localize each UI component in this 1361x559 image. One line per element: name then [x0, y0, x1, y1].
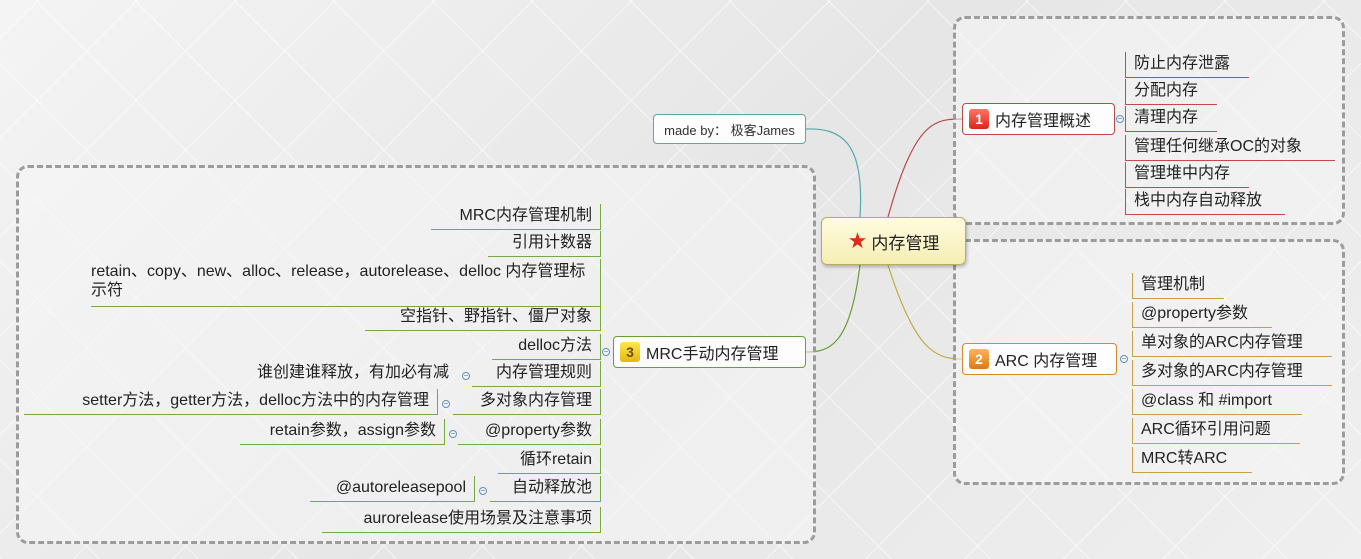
leaf-topic[interactable]: @property参数 — [458, 419, 601, 445]
leaf-topic[interactable]: ARC循环引用问题 — [1132, 418, 1300, 444]
leaf-topic[interactable]: 管理机制 — [1132, 273, 1224, 299]
collapse-icon[interactable]: − — [462, 371, 470, 380]
central-topic-label: 内存管理 — [871, 233, 940, 253]
leaf-topic[interactable]: delloc方法 — [492, 334, 601, 360]
leaf-topic[interactable]: 栈中内存自动释放 — [1125, 189, 1285, 215]
priority-1-icon: 1 — [969, 109, 989, 129]
subleaf-topic[interactable]: setter方法，getter方法，delloc方法中的内存管理 — [24, 389, 438, 415]
leaf-topic[interactable]: @class 和 #import — [1132, 389, 1302, 415]
branch-label: ARC 内存管理 — [995, 353, 1098, 370]
leaf-topic[interactable]: MRC内存管理机制 — [431, 204, 601, 230]
branch-memory-overview[interactable]: 1 内存管理概述 — [962, 103, 1115, 135]
collapse-icon[interactable]: − — [1116, 114, 1124, 123]
subleaf-topic[interactable]: retain参数，assign参数 — [240, 419, 445, 445]
collapse-icon[interactable]: − — [442, 399, 450, 408]
branch-label: MRC手动内存管理 — [646, 346, 779, 363]
leaf-topic[interactable]: 自动释放池 — [490, 476, 601, 502]
leaf-topic[interactable]: 循环retain — [498, 448, 601, 474]
leaf-topic[interactable]: 管理任何继承OC的对象 — [1125, 135, 1335, 161]
leaf-topic[interactable]: 引用计数器 — [488, 231, 601, 257]
leaf-topic[interactable]: 防止内存泄露 — [1125, 52, 1249, 78]
author-label: made by： 极客James — [664, 122, 795, 138]
central-topic[interactable]: ★ 内存管理 — [821, 217, 966, 265]
leaf-topic[interactable]: 内存管理规则 — [472, 361, 601, 387]
leaf-topic[interactable]: 多对象内存管理 — [453, 389, 601, 415]
collapse-icon[interactable]: − — [449, 429, 457, 438]
author-topic[interactable]: made by： 极客James — [653, 114, 806, 144]
leaf-topic-identifiers[interactable]: retain、copy、new、alloc、release，autoreleas… — [91, 259, 601, 307]
branch-label: 内存管理概述 — [995, 113, 1092, 130]
leaf-topic[interactable]: 单对象的ARC内存管理 — [1132, 331, 1332, 357]
subleaf-topic[interactable]: 谁创建谁释放，有加必有减 — [256, 364, 449, 381]
priority-2-icon: 2 — [969, 349, 989, 369]
leaf-topic[interactable]: 多对象的ARC内存管理 — [1132, 360, 1332, 386]
leaf-topic[interactable]: 管理堆中内存 — [1125, 162, 1249, 188]
branch-arc-memory[interactable]: 2 ARC 内存管理 — [962, 343, 1117, 375]
collapse-icon[interactable]: − — [1120, 354, 1128, 363]
priority-3-icon: 3 — [620, 342, 640, 362]
leaf-topic[interactable]: aurorelease使用场景及注意事项 — [322, 507, 601, 533]
subleaf-topic[interactable]: @autoreleasepool — [310, 476, 475, 502]
collapse-icon[interactable]: − — [479, 486, 487, 495]
leaf-topic[interactable]: 空指针、野指针、僵尸对象 — [365, 305, 601, 331]
star-icon: ★ — [847, 228, 868, 253]
branch-mrc-manual[interactable]: 3 MRC手动内存管理 — [613, 336, 806, 368]
leaf-topic[interactable]: @property参数 — [1132, 302, 1272, 328]
leaf-topic[interactable]: 分配内存 — [1125, 79, 1217, 105]
leaf-topic[interactable]: MRC转ARC — [1132, 447, 1252, 473]
collapse-icon[interactable]: − — [602, 347, 610, 356]
leaf-topic[interactable]: 清理内存 — [1125, 106, 1217, 132]
